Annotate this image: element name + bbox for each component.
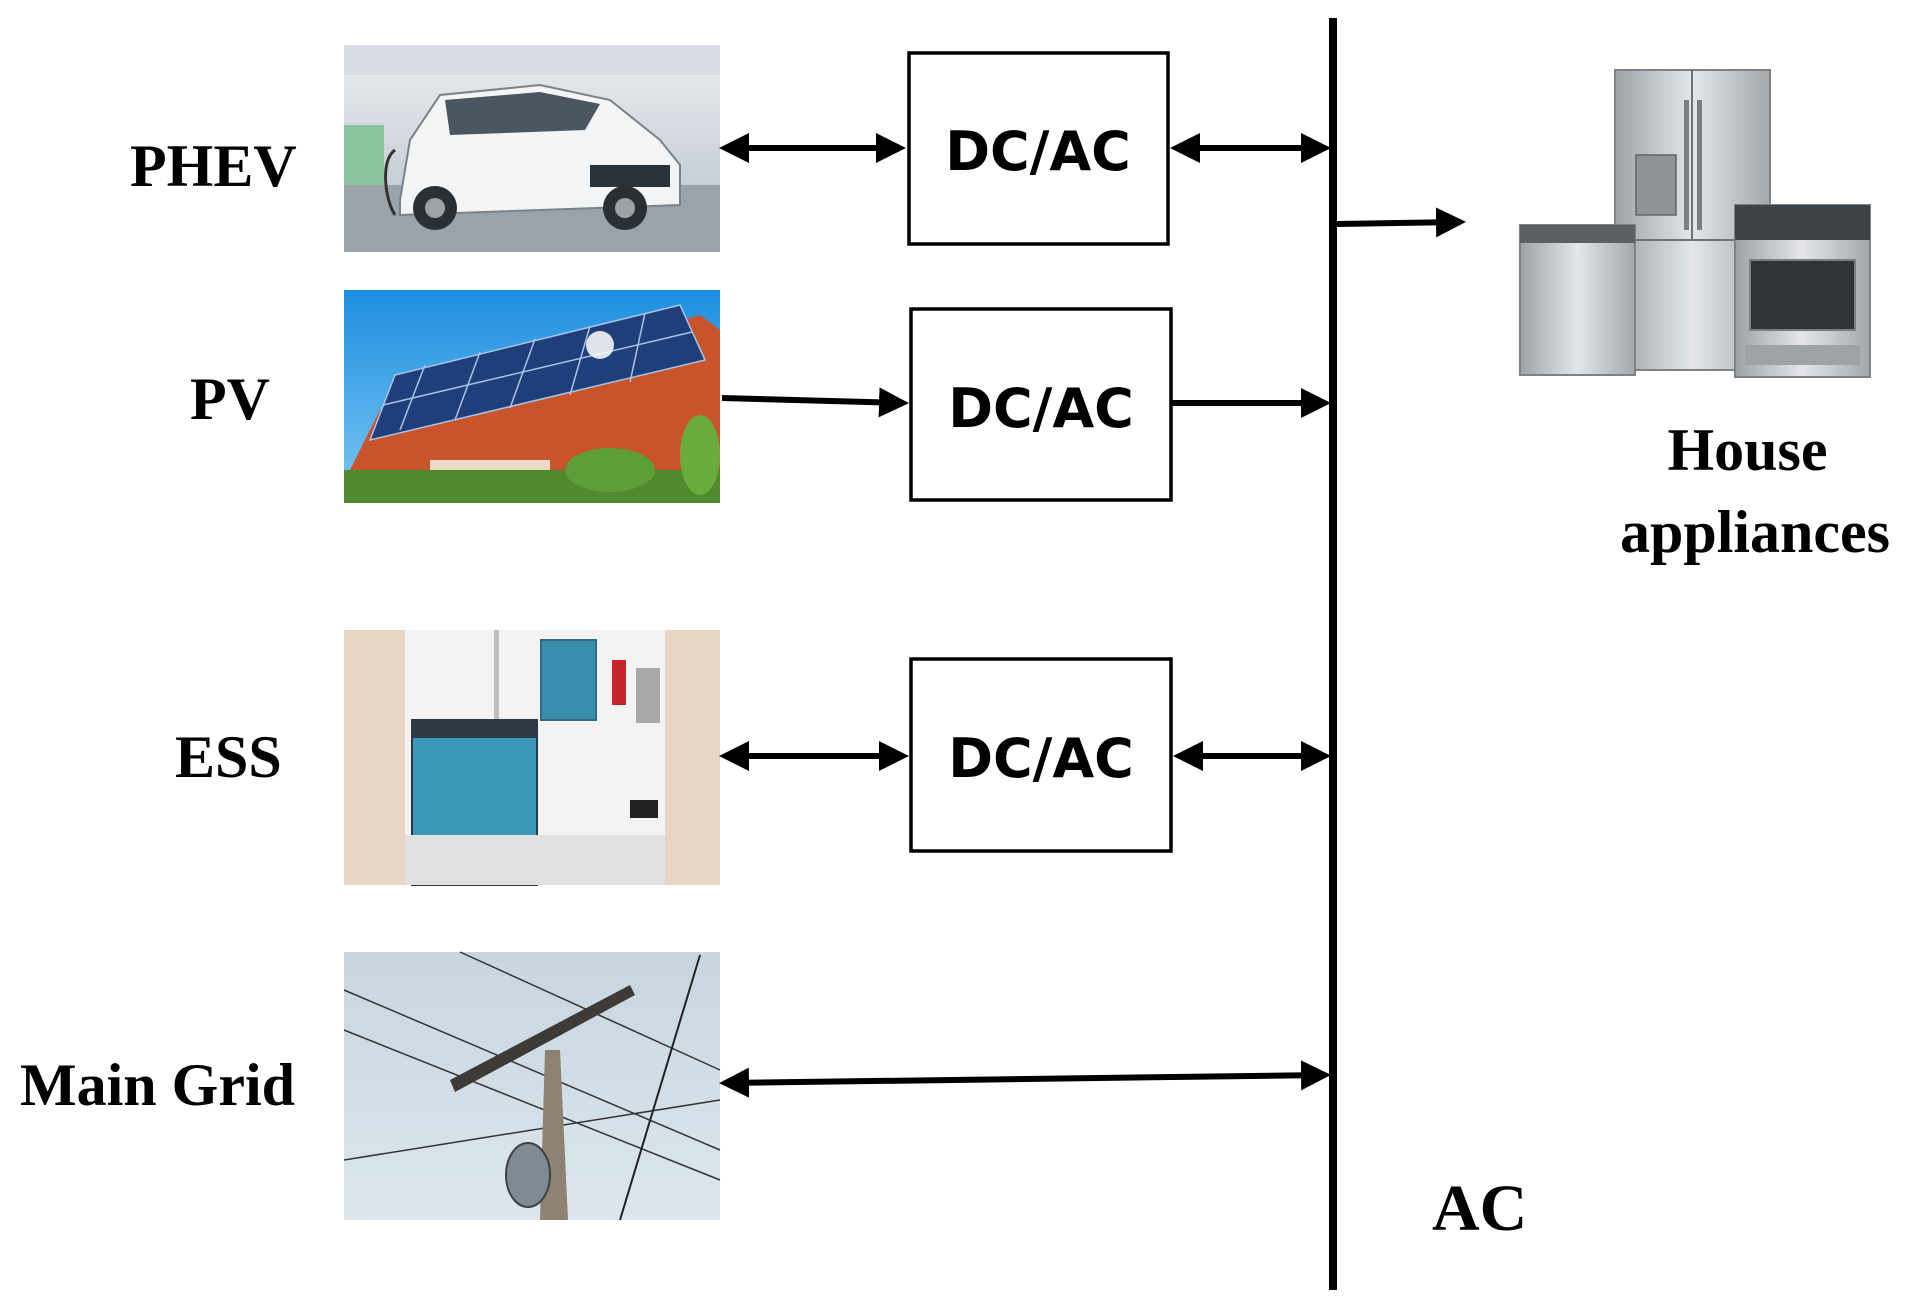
pv-picture (344, 290, 720, 503)
converter-label-ess: DC/AC (948, 727, 1134, 790)
source-label-ess: ESS (175, 724, 282, 790)
source-label-main-grid: Main Grid (20, 1052, 295, 1118)
house-appliances-label-line1: House (1667, 417, 1827, 483)
house-appliances-label-line2: appliances (1620, 499, 1890, 565)
house-appliances-picture (1519, 69, 1871, 378)
converter-box-ess (909, 657, 1173, 853)
phev-picture (344, 45, 720, 252)
converter-label-phev: DC/AC (945, 120, 1131, 183)
arrow-grid-to-bus (719, 1060, 1331, 1098)
ess-picture (344, 630, 720, 886)
house-appliances-label: House appliances (1620, 417, 1890, 565)
source-label-phev: PHEV (130, 133, 297, 199)
source-label-pv: PV (190, 366, 270, 432)
arrow-bus-to-appliances (1336, 207, 1466, 238)
main-grid-picture (343, 951, 721, 1221)
converter-label-pv: DC/AC (948, 377, 1134, 440)
converter-box-pv (909, 307, 1173, 502)
ac-bus-label: AC (1432, 1172, 1527, 1245)
arrow-pv-to-converter (721, 387, 909, 418)
converter-box-phev (907, 51, 1170, 246)
